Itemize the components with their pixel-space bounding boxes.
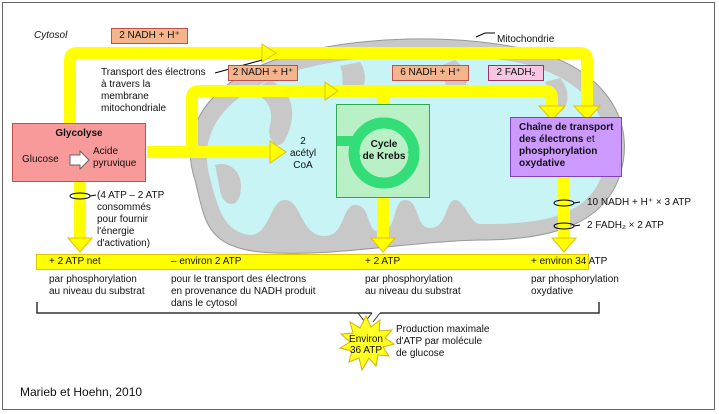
nadh-yield-label: 10 NADH + H⁺ × 3 ATP — [587, 197, 692, 208]
total-caption-line: de glucose — [396, 348, 445, 359]
arrow-krebs-down — [369, 196, 397, 253]
nadh-cytosol-badge: 2 NADH + H⁺ — [111, 28, 188, 44]
krebs-cycle-ring-icon — [337, 117, 420, 189]
transport-note-line: membrane — [101, 91, 149, 102]
mitochondria-label: Mitochondrie — [497, 34, 555, 45]
total-starburst-icon — [338, 314, 396, 372]
fadh2-krebs-badge: 2 FADH₂ — [488, 65, 544, 81]
total-bracket — [36, 302, 600, 314]
glycolysis-title: Glycolyse — [55, 128, 103, 139]
etc-title-line: oxydative — [519, 158, 566, 169]
nadh-pyruvate-badge: 2 NADH + H⁺ — [228, 65, 298, 81]
atp-yield-desc: par phosphorylation — [365, 274, 453, 285]
pyruvate-label-line2: pyruvique — [93, 158, 137, 169]
figure-frame — [2, 2, 715, 410]
activation-note-line: consommés — [97, 202, 151, 213]
transport-note-line: mitochondriale — [101, 103, 167, 114]
arrow-pyruvate — [147, 81, 567, 164]
atp-yield-desc: dans le cytosol — [171, 298, 238, 309]
krebs-title-line1: Cycle — [370, 139, 398, 150]
atp-yield-band — [36, 254, 589, 270]
total-caption-line: Production maximale — [396, 324, 490, 335]
cytosol-label: Cytosol — [34, 30, 68, 41]
etc-title-line: phosphorylation — [519, 146, 598, 157]
transport-note-line: Transport des électrons — [101, 67, 206, 78]
electron-transport-chain-box: Chaîne de transport des électrons et pho… — [510, 117, 622, 177]
etc-title-line: des électrons — [519, 134, 584, 145]
atp-yield-desc: au niveau du substrat — [365, 286, 461, 297]
krebs-cycle-box: Cycle de Krebs — [336, 104, 430, 198]
nadh-krebs-badge: 6 NADH + H⁺ — [392, 65, 469, 81]
activation-note-line: (4 ATP – 2 ATP — [97, 190, 165, 201]
atp-yield-value: – environ 2 ATP — [171, 256, 242, 267]
arrow-glycolysis-down — [66, 180, 94, 253]
arrow-cytosolic-nadh — [64, 43, 602, 124]
acetyl-coa-line: CoA — [293, 160, 313, 171]
glucose-label: Glucose — [22, 154, 59, 165]
conversion-arrow-icon — [69, 150, 90, 170]
atp-yield-desc: par phosphorylation — [531, 274, 619, 285]
atp-yield-desc: oxydative — [531, 286, 574, 297]
credit-text: Marieb et Hoehn, 2010 — [20, 385, 143, 399]
pyruvate-label-line1: Acide — [93, 146, 119, 157]
transport-note-line: à travers la — [101, 79, 151, 90]
total-atp-line1: Environ — [349, 334, 383, 345]
atp-yield-value: + 2 ATP — [365, 256, 401, 267]
activation-note-line: l'énergie — [97, 226, 135, 237]
atp-yield-desc: pour le transport des électrons — [171, 274, 307, 285]
total-atp-line2: 36 ATP — [349, 345, 383, 356]
atp-yield-desc: en provenance du NADH produit — [171, 286, 316, 297]
acetyl-coa-line: 2 — [300, 136, 306, 147]
activation-note-line: d'activation) — [97, 238, 151, 249]
atp-yield-desc: au niveau du substrat — [49, 286, 145, 297]
mitochondria-leader-line — [475, 32, 495, 38]
fadh2-yield-label: 2 FADH₂ × 2 ATP — [587, 220, 664, 231]
atp-yield-value: + 2 ATP net — [49, 256, 101, 267]
atp-yield-desc: par phosphorylation — [49, 274, 137, 285]
activation-note-line: pour fournir — [97, 214, 149, 225]
etc-title-conjunction: et — [583, 134, 595, 145]
acetyl-coa-line: acétyl — [289, 148, 317, 159]
total-caption-line: d'ATP par molécule — [396, 336, 483, 347]
etc-title-line: Chaîne de transport — [519, 122, 614, 133]
glycolysis-box: Glycolyse Glucose Acide pyruvique — [12, 123, 146, 182]
atp-yield-value: + environ 34 ATP — [531, 256, 608, 267]
krebs-title-line2: de Krebs — [362, 151, 406, 162]
